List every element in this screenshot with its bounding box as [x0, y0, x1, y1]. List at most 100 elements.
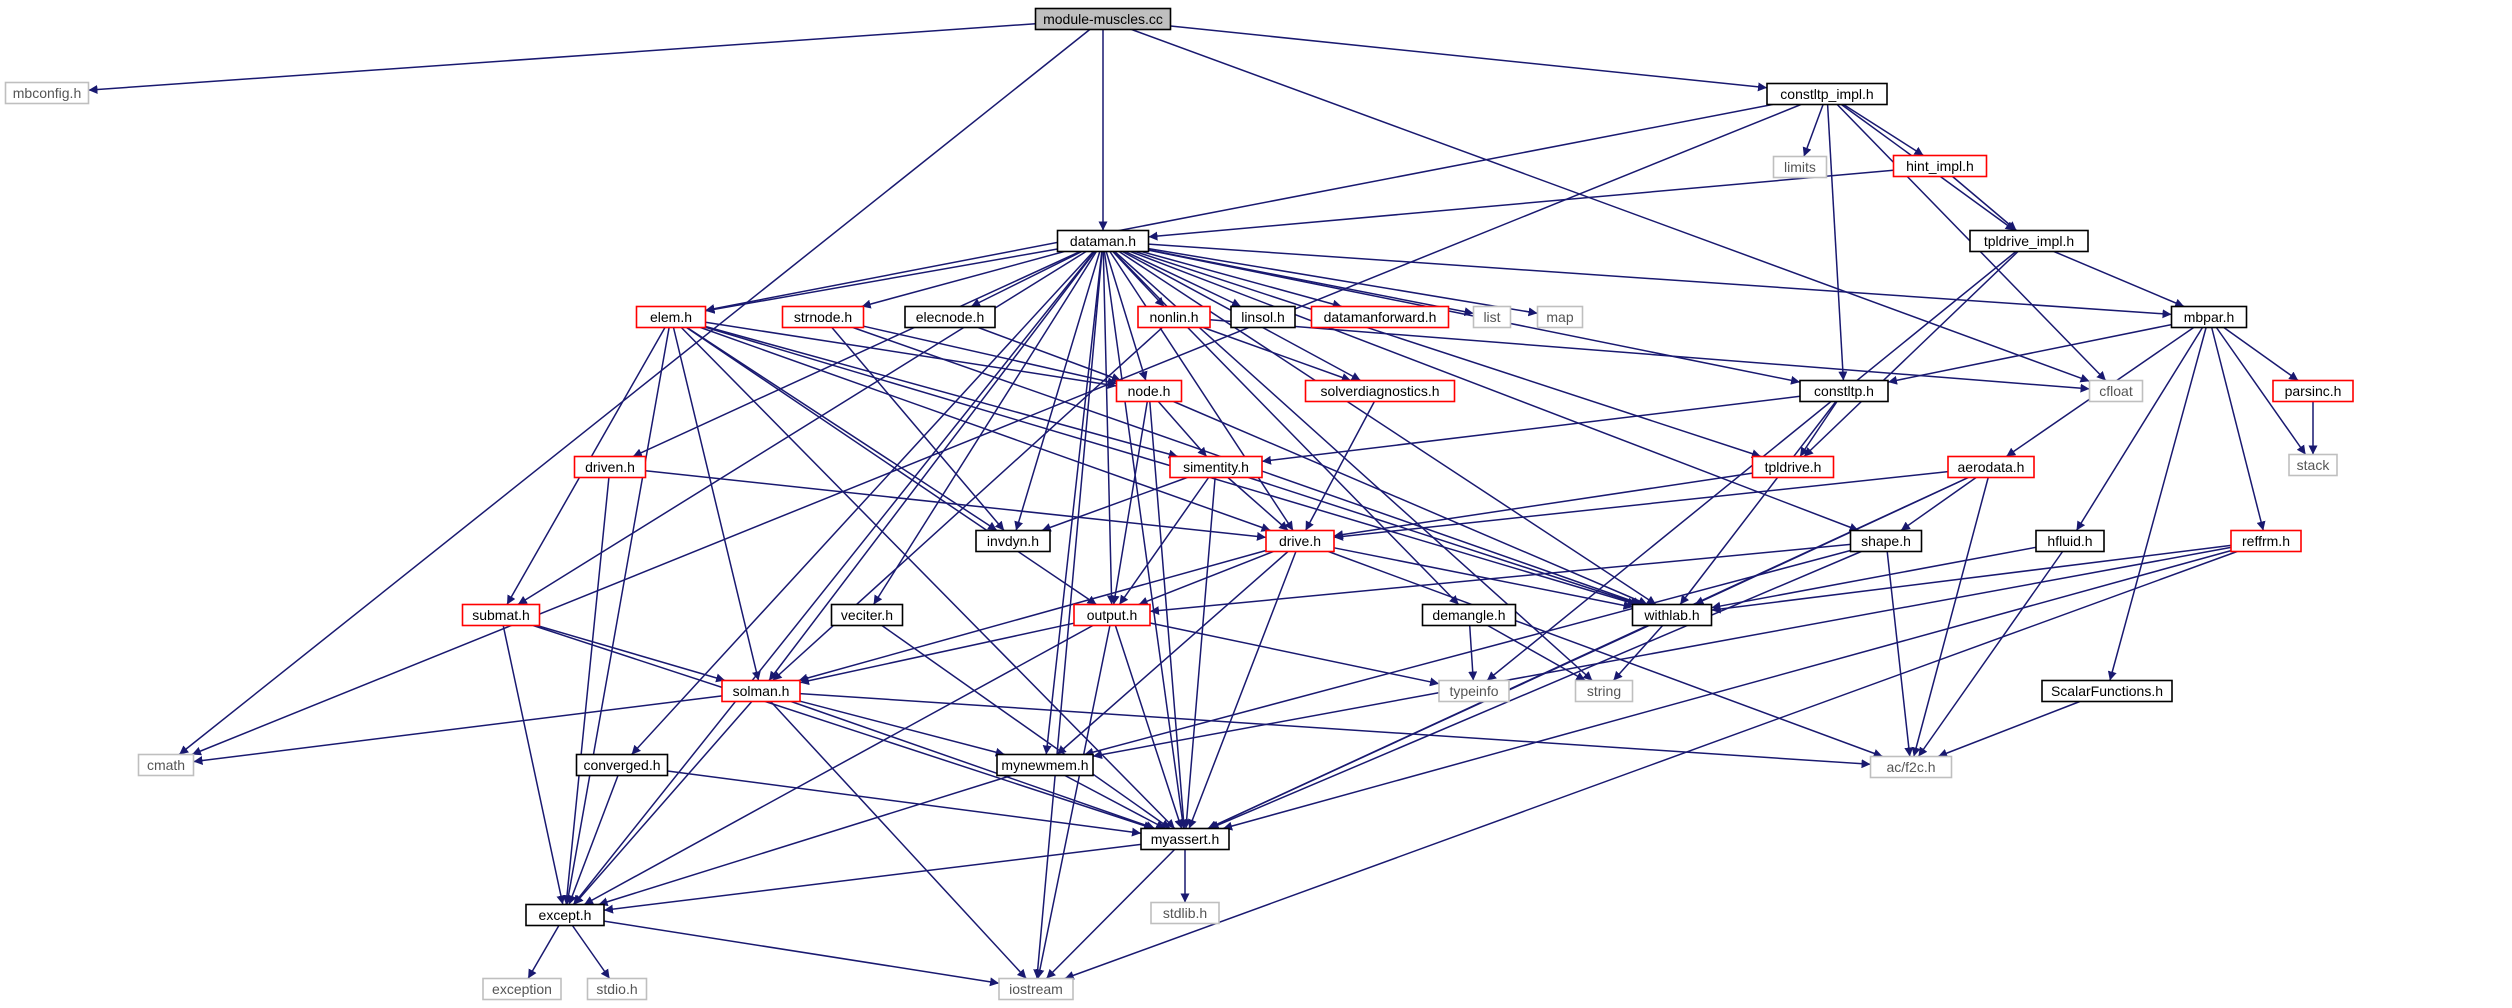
edge-elem-h-to-drive-h — [700, 326, 1271, 532]
edge-output-h-to-typeinfo — [1149, 622, 1440, 687]
node-box — [1115, 379, 1183, 403]
edge-hfluid-h-to-ac-f2c-h — [1917, 551, 2064, 757]
node-label: demangle.h — [1432, 607, 1505, 623]
node-converged-h[interactable]: converged.h — [575, 753, 669, 777]
edge-aerodata-h-to-drive-h — [1333, 470, 1949, 541]
node-label: simentity.h — [1183, 459, 1249, 475]
edge-module-muscles-cc-to-mbconfig-h — [88, 22, 1036, 94]
node-label: nonlin.h — [1149, 309, 1198, 325]
node-label: stdio.h — [596, 981, 637, 997]
node-myassert-h[interactable]: myassert.h — [1140, 827, 1230, 851]
node-label: elecnode.h — [916, 309, 985, 325]
edge-constltp-h-to-withlab-h — [1679, 401, 1837, 605]
node-dataman-h[interactable]: dataman.h — [1056, 229, 1150, 253]
node-drive-h[interactable]: drive.h — [1265, 529, 1335, 553]
node-box — [1969, 229, 2089, 253]
edges — [88, 22, 2318, 987]
node-label: node.h — [1128, 383, 1171, 399]
node-box — [1150, 901, 1220, 925]
edge-dataman-h-to-withlab-h — [1118, 250, 1657, 606]
node-simentity-h[interactable]: simentity.h — [1169, 455, 1263, 479]
node-label: parsinc.h — [2285, 383, 2342, 399]
edge-except-h-to-exception — [527, 925, 560, 979]
edge-converged-h-to-myassert-h — [667, 770, 1142, 837]
edge-mbpar-h-to-scalarfunctions-h — [2107, 327, 2207, 681]
edge-submat-h-to-solman-h — [536, 624, 726, 683]
node-shape-h[interactable]: shape.h — [1849, 529, 1923, 553]
node-veciter-h[interactable]: veciter.h — [830, 603, 904, 627]
node-elem-h[interactable]: elem.h — [635, 305, 707, 329]
node-box — [975, 529, 1051, 553]
edge-dataman-h-to-map — [1148, 247, 1538, 317]
node-hint-impl-h[interactable]: hint_impl.h — [1892, 154, 1988, 178]
node-box — [1849, 529, 1923, 553]
node-parsinc-h[interactable]: parsinc.h — [2272, 379, 2354, 403]
node-box — [2088, 379, 2144, 403]
node-driven-h[interactable]: driven.h — [573, 455, 647, 479]
node-linsol-h[interactable]: linsol.h — [1230, 305, 1296, 329]
edge-elem-h-to-simentity-h — [705, 325, 1178, 459]
edge-constltp-h-to-simentity-h — [1261, 395, 1801, 465]
node-label: map — [1546, 309, 1573, 325]
node-constltp-h[interactable]: constltp.h — [1799, 379, 1889, 403]
node-invdyn-h[interactable]: invdyn.h — [975, 529, 1051, 553]
edge-veciter-h-to-myassert-h — [881, 624, 1171, 830]
edge-tpldrive-impl-h-to-mbpar-h — [2053, 250, 2185, 308]
node-scalarfunctions-h[interactable]: ScalarFunctions.h — [2041, 679, 2173, 703]
edge-aerodata-h-to-shape-h — [1900, 476, 1977, 532]
edge-myassert-h-to-iostream — [1045, 848, 1176, 980]
node-except-h[interactable]: except.h — [525, 903, 605, 927]
node-label: tpldrive.h — [1765, 459, 1822, 475]
node-label: limits — [1784, 159, 1816, 175]
node-strnode-h[interactable]: strnode.h — [781, 305, 865, 329]
node-reffrm-h[interactable]: reffrm.h — [2230, 529, 2302, 553]
node-box — [2272, 379, 2354, 403]
node-constltp-impl-h[interactable]: constltp_impl.h — [1766, 82, 1888, 106]
edge-tpldrive-h-to-drive-h — [1333, 472, 1753, 540]
node-withlab-h[interactable]: withlab.h — [1631, 603, 1713, 627]
node-mbpar-h[interactable]: mbpar.h — [2170, 305, 2248, 329]
edge-mbpar-h-to-parsinc-h — [2223, 326, 2299, 382]
edge-shape-h-to-ac-f2c-h — [1886, 551, 1914, 757]
node-box — [1304, 379, 1456, 403]
edge-reffrm-h-to-withlab-h — [1711, 544, 2232, 614]
node-box — [1265, 529, 1335, 553]
node-demangle-h[interactable]: demangle.h — [1421, 603, 1517, 627]
node-label: solverdiagnostics.h — [1320, 383, 1439, 399]
edge-shape-h-to-output-h — [1149, 543, 1851, 616]
node-box — [575, 753, 669, 777]
node-box — [1137, 305, 1211, 329]
node-hfluid-h[interactable]: hfluid.h — [2035, 529, 2105, 553]
edge-submat-h-to-myassert-h — [532, 624, 1154, 830]
edge-nonlin-h-to-solverdiagnostics-h — [1202, 326, 1352, 382]
edge-myassert-h-to-except-h — [603, 843, 1142, 914]
node-mynewmem-h[interactable]: mynewmem.h — [996, 753, 1094, 777]
node-label: withlab.h — [1643, 607, 1699, 623]
node-output-h[interactable]: output.h — [1073, 603, 1151, 627]
edge-tpldrive-impl-h-to-typeinfo — [1486, 250, 2017, 682]
node-elecnode-h[interactable]: elecnode.h — [904, 305, 996, 329]
node-datamanforward-h[interactable]: datamanforward.h — [1310, 305, 1450, 329]
node-label: drive.h — [1279, 533, 1321, 549]
edge-drive-h-to-ac-f2c-h — [1328, 550, 1883, 758]
node-tpldrive-impl-h[interactable]: tpldrive_impl.h — [1969, 229, 2089, 253]
node-box — [1574, 679, 1634, 703]
edge-except-h-to-iostream — [603, 920, 1000, 987]
edge-mbpar-h-to-reffrm-h — [2210, 327, 2266, 531]
node-submat-h[interactable]: submat.h — [461, 603, 541, 627]
node-label: output.h — [1087, 607, 1138, 623]
edge-dataman-h-to-shape-h — [1130, 250, 1859, 532]
edge-reffrm-h-to-myassert-h — [1222, 549, 2232, 831]
node-nonlin-h[interactable]: nonlin.h — [1137, 305, 1211, 329]
node-solverdiagnostics-h[interactable]: solverdiagnostics.h — [1304, 379, 1456, 403]
node-aerodata-h[interactable]: aerodata.h — [1947, 455, 2035, 479]
node-label: except.h — [539, 907, 592, 923]
edge-elem-h-to-invdyn-h — [686, 326, 998, 532]
node-node-h[interactable]: node.h — [1115, 379, 1183, 403]
node-solman-h[interactable]: solman.h — [721, 679, 801, 703]
node-box — [482, 977, 562, 1001]
edge-solman-h-to-myassert-h — [790, 700, 1156, 830]
edge-simentity-h-to-withlab-h — [1248, 476, 1640, 607]
node-tpldrive-h[interactable]: tpldrive.h — [1751, 455, 1835, 479]
